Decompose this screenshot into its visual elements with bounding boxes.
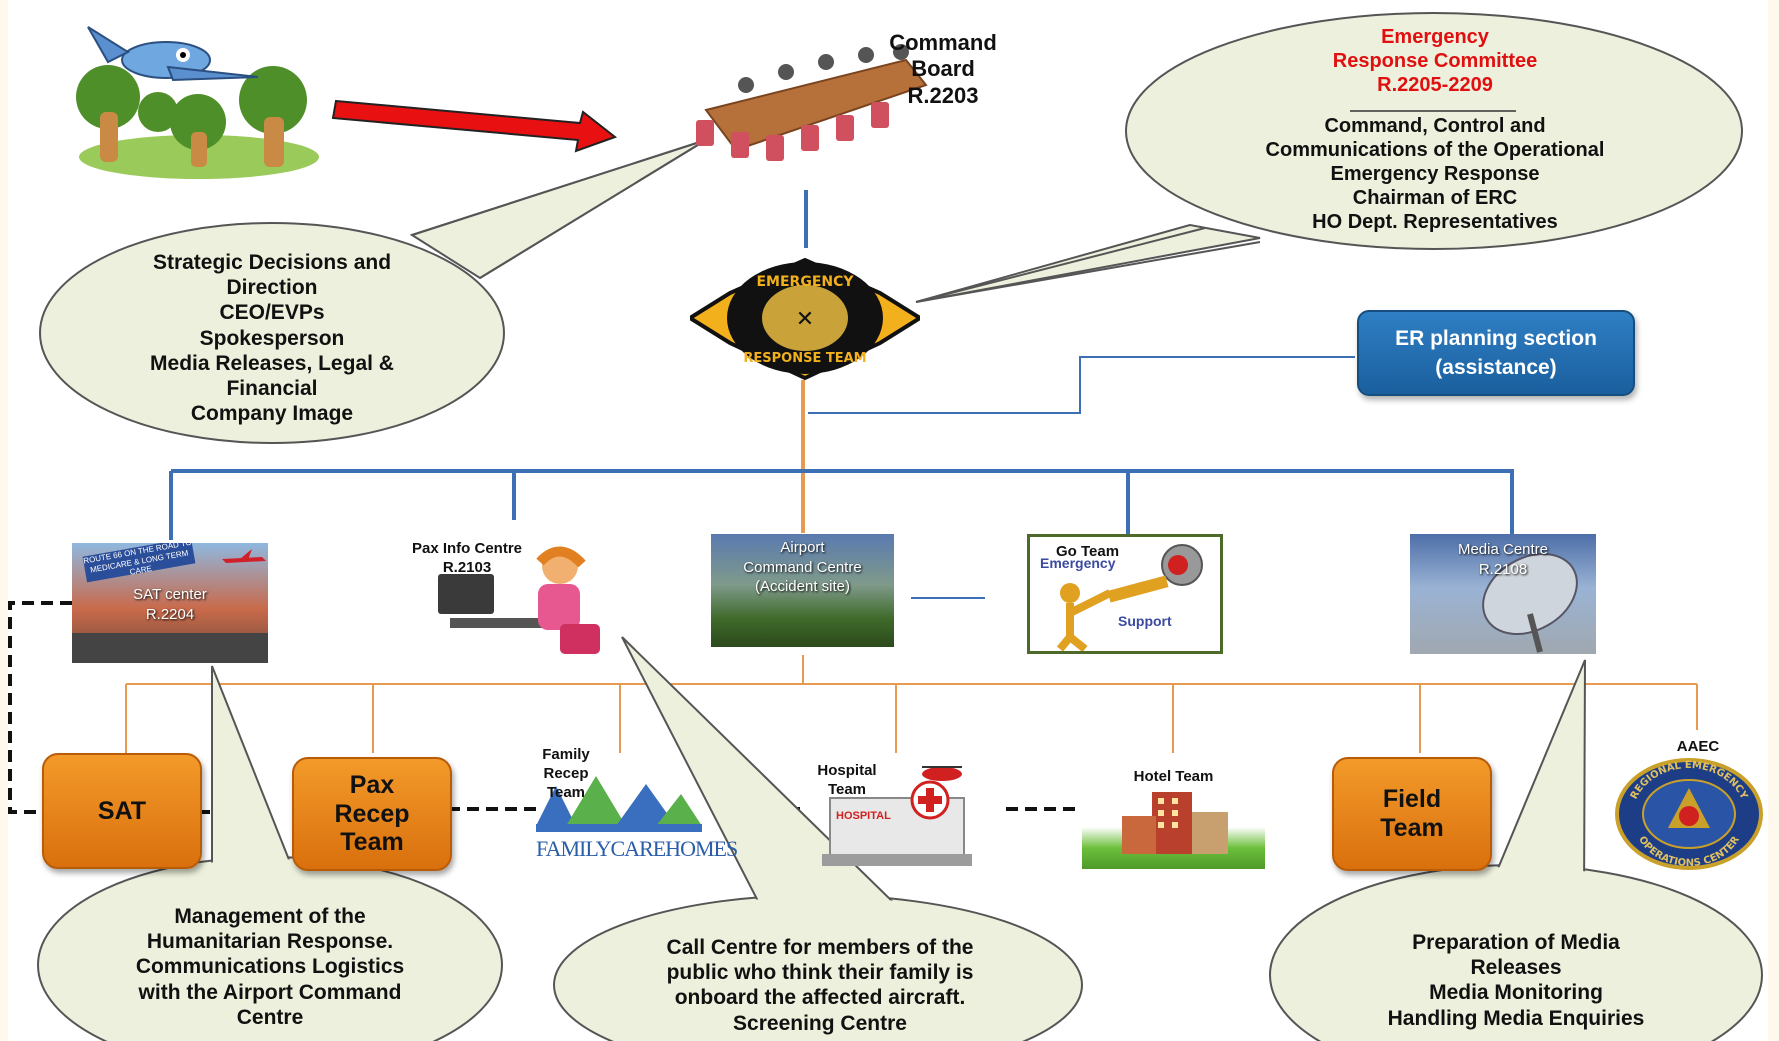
road — [72, 633, 268, 663]
hospital-building-icon — [822, 766, 972, 866]
aaec-emblem[interactable]: REGIONAL EMERGENCY OPERATIONS CENTER — [1614, 758, 1764, 870]
blue-bus — [169, 469, 1514, 540]
go-team-picture[interactable]: Go Team Emergency Support — [1027, 534, 1223, 654]
small-plane-icon — [222, 549, 266, 563]
svg-text:✕: ✕ — [796, 307, 814, 332]
hotel-building-icon — [1122, 792, 1228, 854]
call-centre-bubble-fill — [556, 897, 1080, 1041]
hospital-team-picture[interactable]: Hospital Team HOSPITAL — [812, 758, 982, 870]
humanitarian-bubble-fill — [40, 859, 500, 1041]
meeting-table-illustration — [696, 44, 928, 161]
emergency-button-figure — [1056, 544, 1203, 651]
orange-bus — [125, 655, 1698, 753]
erc-heading: Emergency Response Committee R.2205-2209 — [1332, 26, 1538, 96]
hotel-team-picture[interactable]: Hotel Team — [1082, 764, 1265, 869]
family-recep-team-label: Family Recep Team — [542, 746, 590, 801]
er-planning-section-box[interactable]: ER planning section (assistance) — [1357, 310, 1635, 396]
call-centre-operator-illustration — [438, 546, 600, 654]
hotel-team-label: Hotel Team — [1133, 768, 1214, 785]
route-66-sign: ROUTE 66 ON THE ROAD TO MEDICARE & LONG … — [82, 543, 196, 583]
sat-centre-picture[interactable]: ROUTE 66 ON THE ROAD TO MEDICARE & LONG … — [72, 543, 268, 663]
badge-top-text: EMERGENCY — [756, 274, 854, 290]
sat-centre-label: SAT center R.2204 — [133, 586, 207, 623]
sat-team-box[interactable]: SAT — [42, 753, 202, 869]
field-team-box[interactable]: Field Team — [1332, 757, 1492, 871]
red-arrow — [331, 99, 618, 153]
plane-crash-illustration — [76, 26, 319, 179]
hospital-sign: HOSPITAL — [836, 810, 891, 822]
humanitarian-bubble-text: Management of the Humanitarian Response.… — [135, 905, 405, 1029]
airport-command-centre-picture[interactable]: Airport Command Centre (Accident site) — [711, 534, 894, 647]
go-team-label: Go Team — [1056, 543, 1120, 560]
aaec-label: AAEC — [1676, 738, 1720, 755]
strategic-bubble-text: Strategic Decisions and Direction CEO/EV… — [150, 251, 394, 426]
erc-body: Command, Control and Communications of t… — [1265, 115, 1605, 233]
call-centre-bubble-text: Call Centre for members of the public wh… — [666, 936, 974, 1035]
erc-bubble-fill — [1128, 15, 1740, 247]
family-recep-team-picture[interactable]: Family Recep Team FAMILYCAREHOMES — [536, 746, 738, 871]
emergency-response-team-badge: EMERGENCY RESPONSE TEAM ✕ — [690, 258, 920, 380]
family-houses-icon — [536, 776, 702, 832]
airport-command-centre-label: Airport Command Centre (Accident site) — [743, 539, 862, 595]
family-care-homes-logo: FAMILYCAREHOMES — [536, 836, 738, 861]
command-board-title: Command Board R.2203 — [889, 30, 997, 108]
media-bubble-fill — [1272, 867, 1760, 1041]
media-bubble-text: Preparation of Media Releases Media Moni… — [1387, 931, 1645, 1030]
go-team-support: Support — [1118, 613, 1172, 629]
pax-info-centre-label: Pax Info Centre R.2103 — [411, 540, 523, 576]
er-planning-connector — [808, 356, 1355, 414]
media-centre-picture[interactable]: Media Centre R.2108 — [1410, 534, 1596, 654]
hospital-team-label: Hospital Team — [817, 762, 877, 798]
satellite-dish-icon — [1482, 553, 1578, 653]
go-team-emergency: Emergency — [1040, 555, 1116, 571]
badge-bottom-text: RESPONSE TEAM — [743, 351, 866, 366]
media-centre-label: Media Centre R.2108 — [1457, 541, 1549, 578]
strategic-bubble-fill — [42, 225, 502, 441]
pax-recep-team-box[interactable]: Pax Recep Team — [292, 757, 452, 871]
